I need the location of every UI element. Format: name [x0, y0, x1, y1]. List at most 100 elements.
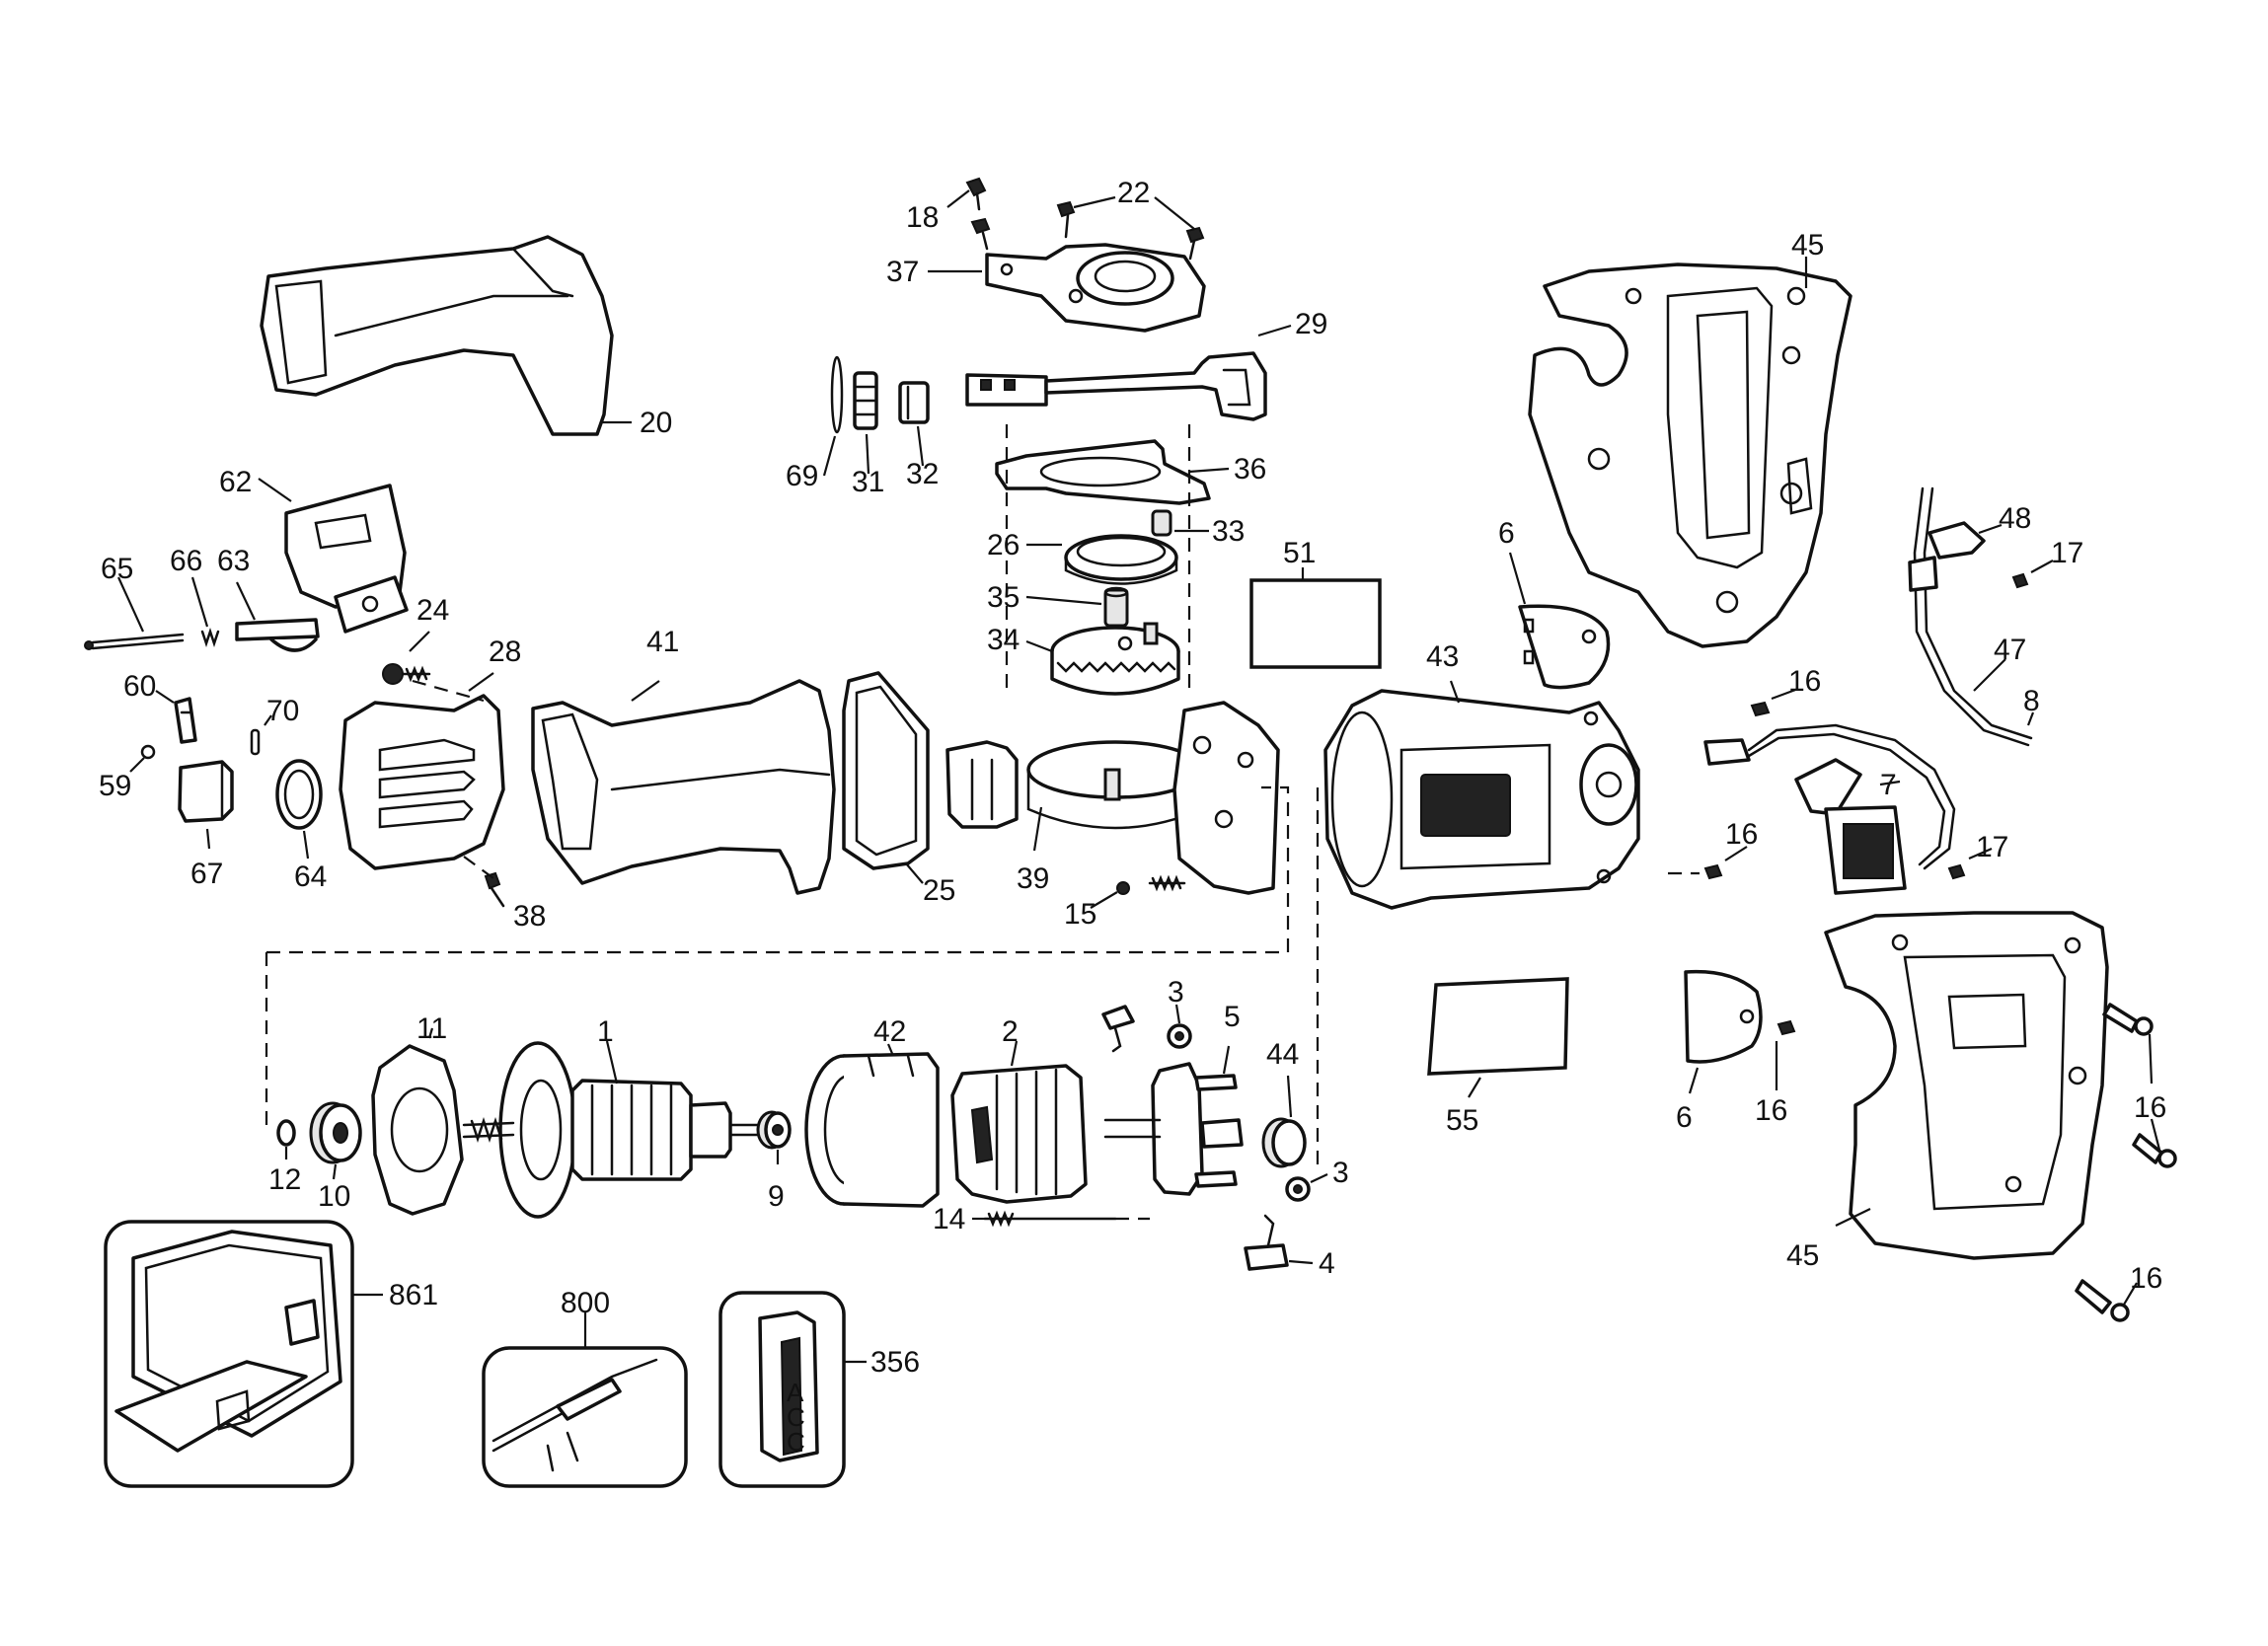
callout-800: 800: [561, 1287, 610, 1319]
part-60-clip: 60: [123, 670, 197, 744]
part-66-spring: 66: [170, 545, 220, 647]
callout-65: 65: [101, 553, 133, 585]
callout-70: 70: [266, 695, 299, 727]
part-14-screws: 14: [933, 1203, 1150, 1235]
callout-34: 34: [987, 624, 1020, 656]
callout-1: 1: [597, 1015, 614, 1048]
part-24-screw: 24: [382, 594, 449, 685]
callout-37: 37: [886, 256, 919, 288]
part-65-rod: 65: [84, 553, 185, 650]
part-31-bushing: 31: [852, 371, 884, 498]
part-41-housing: 41: [531, 626, 836, 895]
guide-line: [266, 786, 1290, 954]
callout-3a: 3: [1168, 976, 1184, 1009]
callout-38: 38: [513, 900, 546, 933]
part-9-bearing: 9: [756, 1110, 792, 1213]
part-16-screw-housing: 16: [1668, 818, 1758, 880]
part-63-lever: 63: [217, 545, 320, 652]
part-16-screw-switch: 16: [1750, 665, 1821, 717]
part-12-washer: 12: [268, 1119, 301, 1196]
callout-8: 8: [2023, 685, 2040, 717]
part-16-screw-cap: 16: [1755, 1019, 1796, 1127]
callout-45b: 45: [1786, 1239, 1819, 1272]
part-1-armature: 1: [462, 1015, 767, 1219]
part-36-plate: 36: [995, 439, 1266, 505]
callout-47: 47: [1994, 634, 2026, 666]
part-45-clamshell-lower: 45: [1786, 911, 2109, 1272]
part-17-screw-upper: 17: [2011, 537, 2083, 589]
part-33-pin: 33: [1151, 509, 1245, 548]
part-10-bearing: 10: [309, 1101, 362, 1213]
callout-25: 25: [923, 874, 955, 907]
part-6-cap-lower: 6: [1676, 969, 1763, 1134]
callout-16c: 16: [1755, 1094, 1787, 1127]
part-22-screws: 22: [1056, 177, 1205, 261]
part-20-handle-housing: 20: [260, 235, 672, 439]
part-4-brush-lower: 4: [1244, 1214, 1335, 1280]
callout-42: 42: [873, 1015, 906, 1048]
callout-67: 67: [190, 858, 223, 890]
part-69-ring: 69: [786, 355, 844, 492]
acc-tag-c2: C: [787, 1427, 805, 1457]
part-7-switch: 7: [1703, 723, 1956, 895]
part-4-brush-upper: [1101, 1005, 1135, 1053]
callout-6a: 6: [1498, 517, 1515, 550]
callout-31: 31: [852, 466, 884, 498]
part-6-cap-upper: 6: [1498, 517, 1611, 690]
callout-36: 36: [1234, 453, 1266, 486]
callout-41: 41: [646, 626, 679, 658]
part-3-cap-upper: 3: [1167, 976, 1192, 1049]
callout-16a: 16: [1788, 665, 1821, 698]
callout-69: 69: [786, 460, 818, 492]
accessory-856-manual: A C C 356: [718, 1291, 920, 1488]
acc-tag-a: A: [787, 1378, 804, 1407]
callout-16b: 16: [1725, 818, 1758, 851]
part-11-baffle: 11: [371, 1012, 464, 1216]
part-3-cap-lower: 3: [1285, 1157, 1349, 1202]
part-25-gasket: 25: [842, 671, 955, 907]
callout-59: 59: [99, 770, 131, 802]
callout-33: 33: [1212, 515, 1245, 548]
callout-10: 10: [318, 1180, 350, 1213]
part-55-label: 55: [1427, 977, 1569, 1137]
callout-63: 63: [217, 545, 250, 577]
accessory-800-cord: 800: [482, 1287, 688, 1488]
callout-22: 22: [1117, 177, 1150, 209]
callout-32: 32: [906, 458, 939, 490]
callout-18: 18: [906, 201, 939, 234]
part-29-plunger: 29: [965, 308, 1327, 421]
part-15-screw: 15: [1064, 874, 1186, 931]
part-35-shaft: 35: [987, 581, 1129, 628]
part-70-pin: 70: [250, 695, 299, 756]
callout-26: 26: [987, 529, 1020, 561]
part-28-nose-cover: 28: [339, 636, 521, 870]
callout-6b: 6: [1676, 1101, 1693, 1134]
callout-17a: 17: [2051, 537, 2083, 569]
part-42-fan-housing: 42: [804, 1015, 940, 1208]
part-45-clamshell-upper: 45: [1528, 229, 1852, 648]
callout-43: 43: [1426, 640, 1459, 673]
callout-5: 5: [1224, 1001, 1241, 1033]
part-18-screw: 18: [906, 177, 991, 251]
part-8-plug: 8: [2023, 685, 2040, 726]
callout-17b: 17: [1976, 831, 2008, 863]
part-37-gear-cover: 37: [886, 243, 1206, 333]
part-44-bearing: 44: [1261, 1038, 1307, 1168]
callout-66: 66: [170, 545, 202, 577]
callout-11: 11: [416, 1012, 447, 1045]
part-47-cord: 47: [1908, 486, 2033, 747]
callout-15: 15: [1064, 898, 1096, 931]
part-32-bearing: 32: [898, 381, 939, 490]
callout-3b: 3: [1332, 1157, 1349, 1189]
callout-45a: 45: [1791, 229, 1824, 262]
part-62-clamp-cover: 62: [219, 466, 409, 634]
callout-856: 356: [870, 1346, 920, 1379]
callout-55: 55: [1446, 1104, 1478, 1137]
acc-tag-c1: C: [787, 1402, 805, 1432]
part-38-screw: 38: [463, 856, 546, 933]
part-26-bearing-ring: 26: [987, 529, 1178, 585]
callout-48: 48: [1999, 502, 2031, 535]
part-17-screw-lower: 17: [1947, 831, 2008, 880]
part-16-screws-clamshell: 16 16: [2075, 1003, 2177, 1322]
